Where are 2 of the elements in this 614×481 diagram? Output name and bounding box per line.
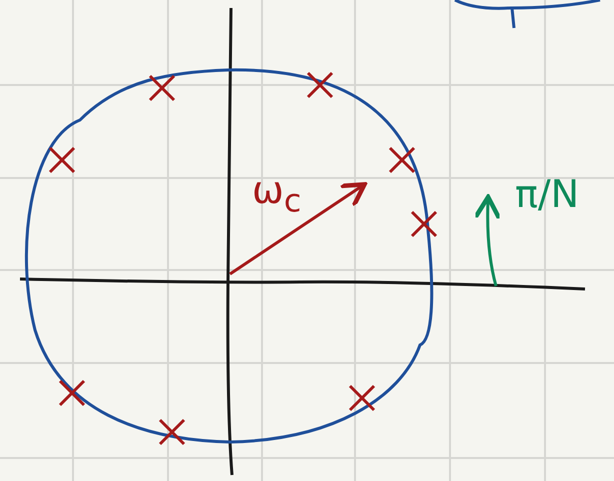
math-label: π/N — [515, 172, 580, 216]
math-label: ω$_{c}$ — [252, 168, 302, 220]
